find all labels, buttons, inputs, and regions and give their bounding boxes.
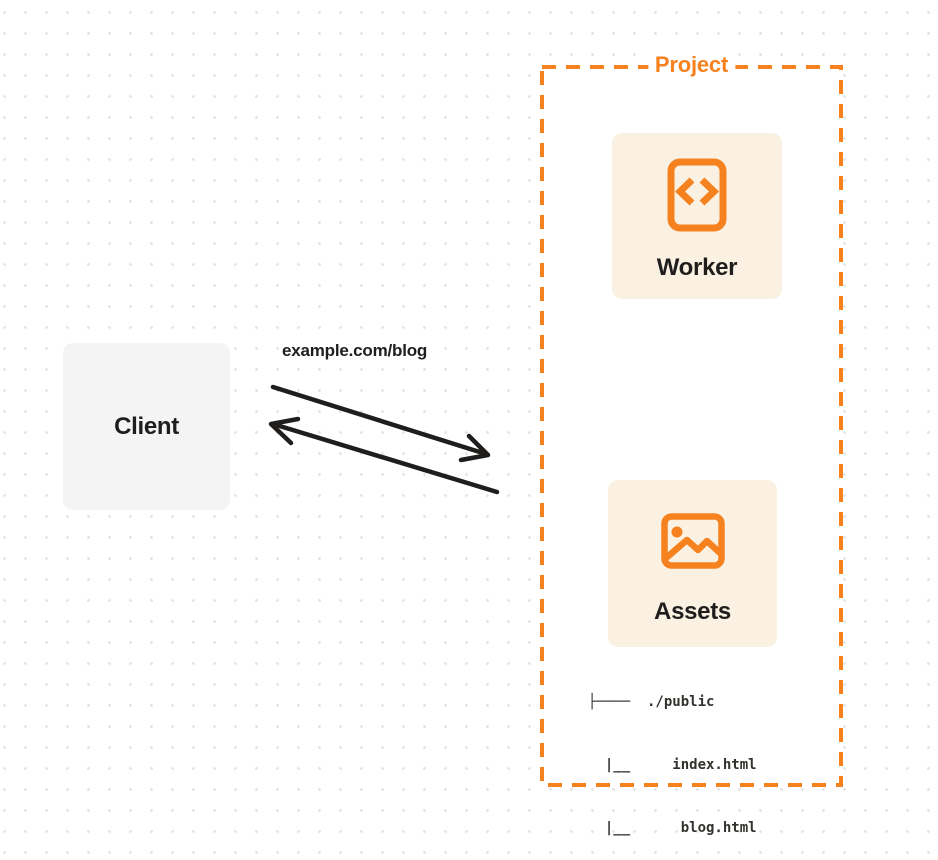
- request-url-label: example.com/blog: [282, 341, 428, 360]
- client-label: Client: [114, 412, 179, 440]
- tree-line-public: ├──── ./public: [588, 694, 715, 710]
- response-arrowhead-icon: [268, 416, 301, 446]
- worker-node: Worker: [612, 133, 782, 299]
- worker-label: Worker: [656, 254, 738, 281]
- tree-line-index: |__ index.html: [588, 757, 757, 773]
- assets-node: Assets: [608, 480, 777, 647]
- code-file-icon: [667, 158, 727, 232]
- project-title: Project: [647, 52, 736, 78]
- assets-label: Assets: [654, 598, 731, 625]
- project-boundary: Project Worker Assets ├──── ./public |__…: [540, 52, 843, 836]
- image-icon: [660, 513, 725, 569]
- response-arrow-shaft: [270, 421, 500, 495]
- request-arrow-shaft: [270, 384, 489, 457]
- client-node: Client: [63, 343, 230, 510]
- request-arrowhead-icon: [458, 433, 491, 463]
- assets-file-tree: ├──── ./public |__ index.html |__ blog.h…: [588, 650, 757, 860]
- tree-line-blog: |__ blog.html: [588, 820, 757, 836]
